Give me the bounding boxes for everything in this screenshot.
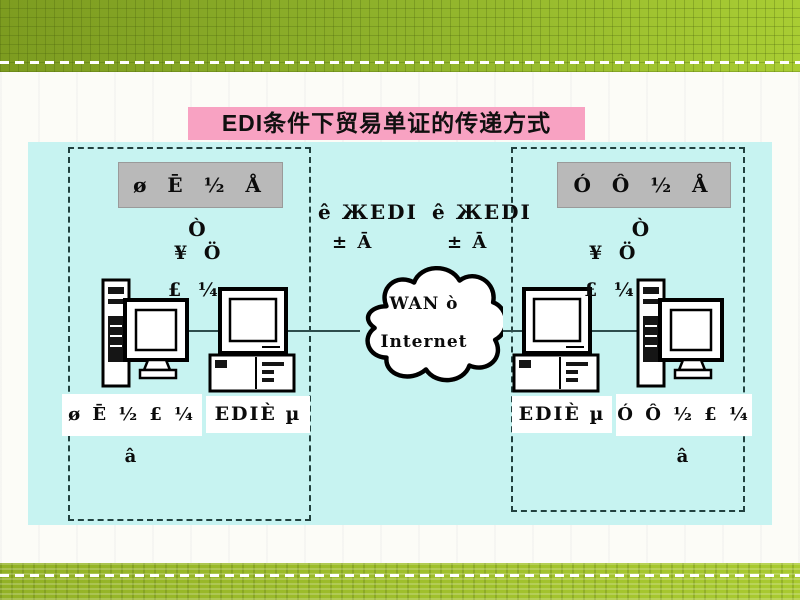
edi-transfer-sublabel-right: ± Ā — [447, 232, 489, 253]
cloud-label-wan: WAN ò — [389, 294, 459, 314]
right-header-box: Ó Ô ½ Å Ò — [557, 162, 731, 241]
slide-title: EDI条件下贸易单证的传递方式 — [188, 107, 585, 140]
right-flow-text-bottom: £ ¼ — [584, 279, 639, 301]
workstation-computer-icon — [636, 278, 724, 388]
cloud-label-internet: Internet — [380, 332, 468, 352]
top-dashed-divider — [0, 61, 800, 64]
desktop-computer-icon — [512, 287, 600, 393]
edi-transfer-label-right: ê ЖEDI — [432, 200, 532, 224]
bottom-dashed-divider — [0, 574, 800, 577]
edi-transfer-label-left: ê ЖEDI — [318, 200, 418, 224]
right-region-dashed-box — [511, 147, 745, 512]
desktop-computer-icon — [208, 287, 296, 393]
wan-internet-cloud: WAN ò Internet — [345, 258, 509, 390]
right-edi-center-label: EDIÈ µ — [512, 396, 612, 433]
diagram-area: WAN ò Internet ø Ē ½ Å Ò Ó Ô ½ Å Ò ê ЖED… — [28, 142, 772, 525]
top-border-band — [0, 0, 800, 72]
cloud-shape — [365, 265, 509, 383]
left-edi-center-label: EDIÈ µ — [206, 396, 310, 433]
edi-transfer-sublabel-left: ± Ā — [332, 232, 374, 253]
left-region-dashed-box — [68, 147, 311, 521]
left-header-box: ø Ē ½ Å Ò — [118, 162, 283, 241]
left-flow-text-top: ¥ Ö — [174, 242, 226, 264]
bottom-border-band — [0, 563, 800, 600]
left-flow-text-bottom: £ ¼ — [168, 279, 223, 301]
left-company-label: ø Ē ½ £ ¼ â — [62, 394, 202, 467]
right-company-label: Ó Ô ½ £ ¼ â — [616, 394, 752, 467]
workstation-computer-icon — [101, 278, 189, 388]
right-flow-text-top: ¥ Ö — [589, 242, 641, 264]
